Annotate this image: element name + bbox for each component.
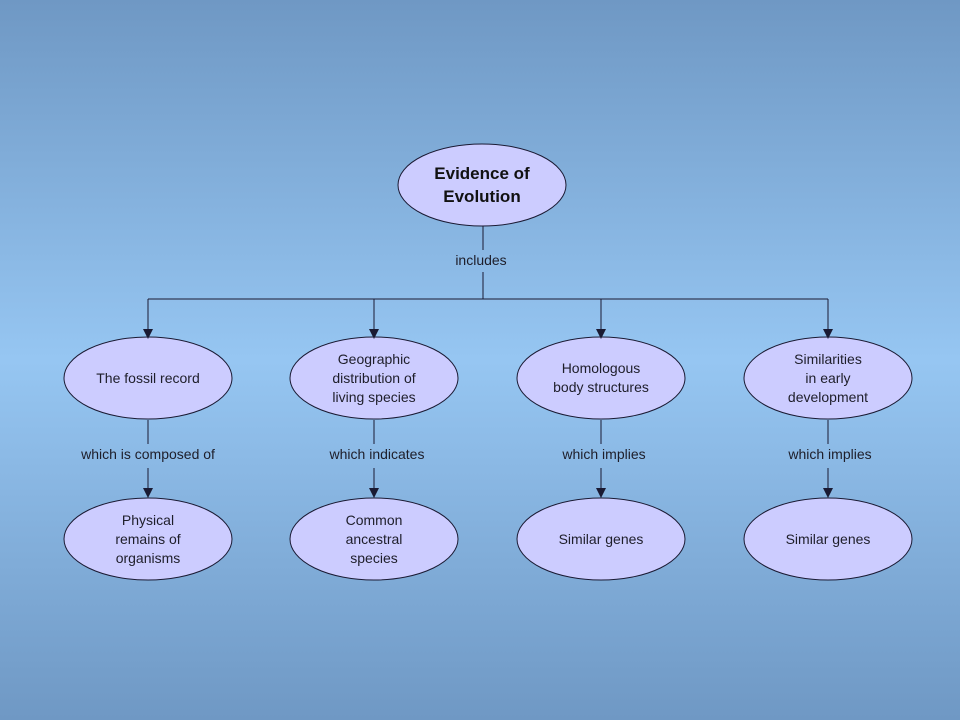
link-label-homologous-structures: which implies: [562, 446, 646, 462]
root-ellipse: [397, 143, 567, 227]
child-node-physical-remains: Physical remains of organisms: [115, 511, 181, 566]
child-ellipse-geographic-distribution: [289, 497, 459, 581]
branch-node-fossil-record: The fossil record: [96, 369, 200, 386]
root-node: Evidence of Evolution: [434, 164, 530, 206]
branch-node-geographic-distribution: Geographic distribution of living specie…: [332, 350, 416, 405]
root-link-label: includes: [455, 252, 507, 268]
child-ellipse-fossil-record: [63, 497, 233, 581]
branch-node-homologous-structures: Homologous body structures: [553, 360, 649, 395]
child-node-common-ancestral-species: Common ancestral species: [345, 511, 403, 566]
child-node-similar-genes-2: Similar genes: [785, 530, 871, 547]
branch-node-early-development: Similarities in early development: [787, 350, 869, 405]
link-label-early-development: which implies: [788, 446, 872, 462]
child-ellipse-early-development: [743, 497, 913, 581]
child-node-similar-genes-1: Similar genes: [558, 530, 644, 547]
link-label-fossil-record: which is composed of: [81, 446, 215, 462]
link-label-geographic-distribution: which indicates: [329, 446, 425, 462]
child-ellipse-homologous-structures: [516, 497, 686, 581]
